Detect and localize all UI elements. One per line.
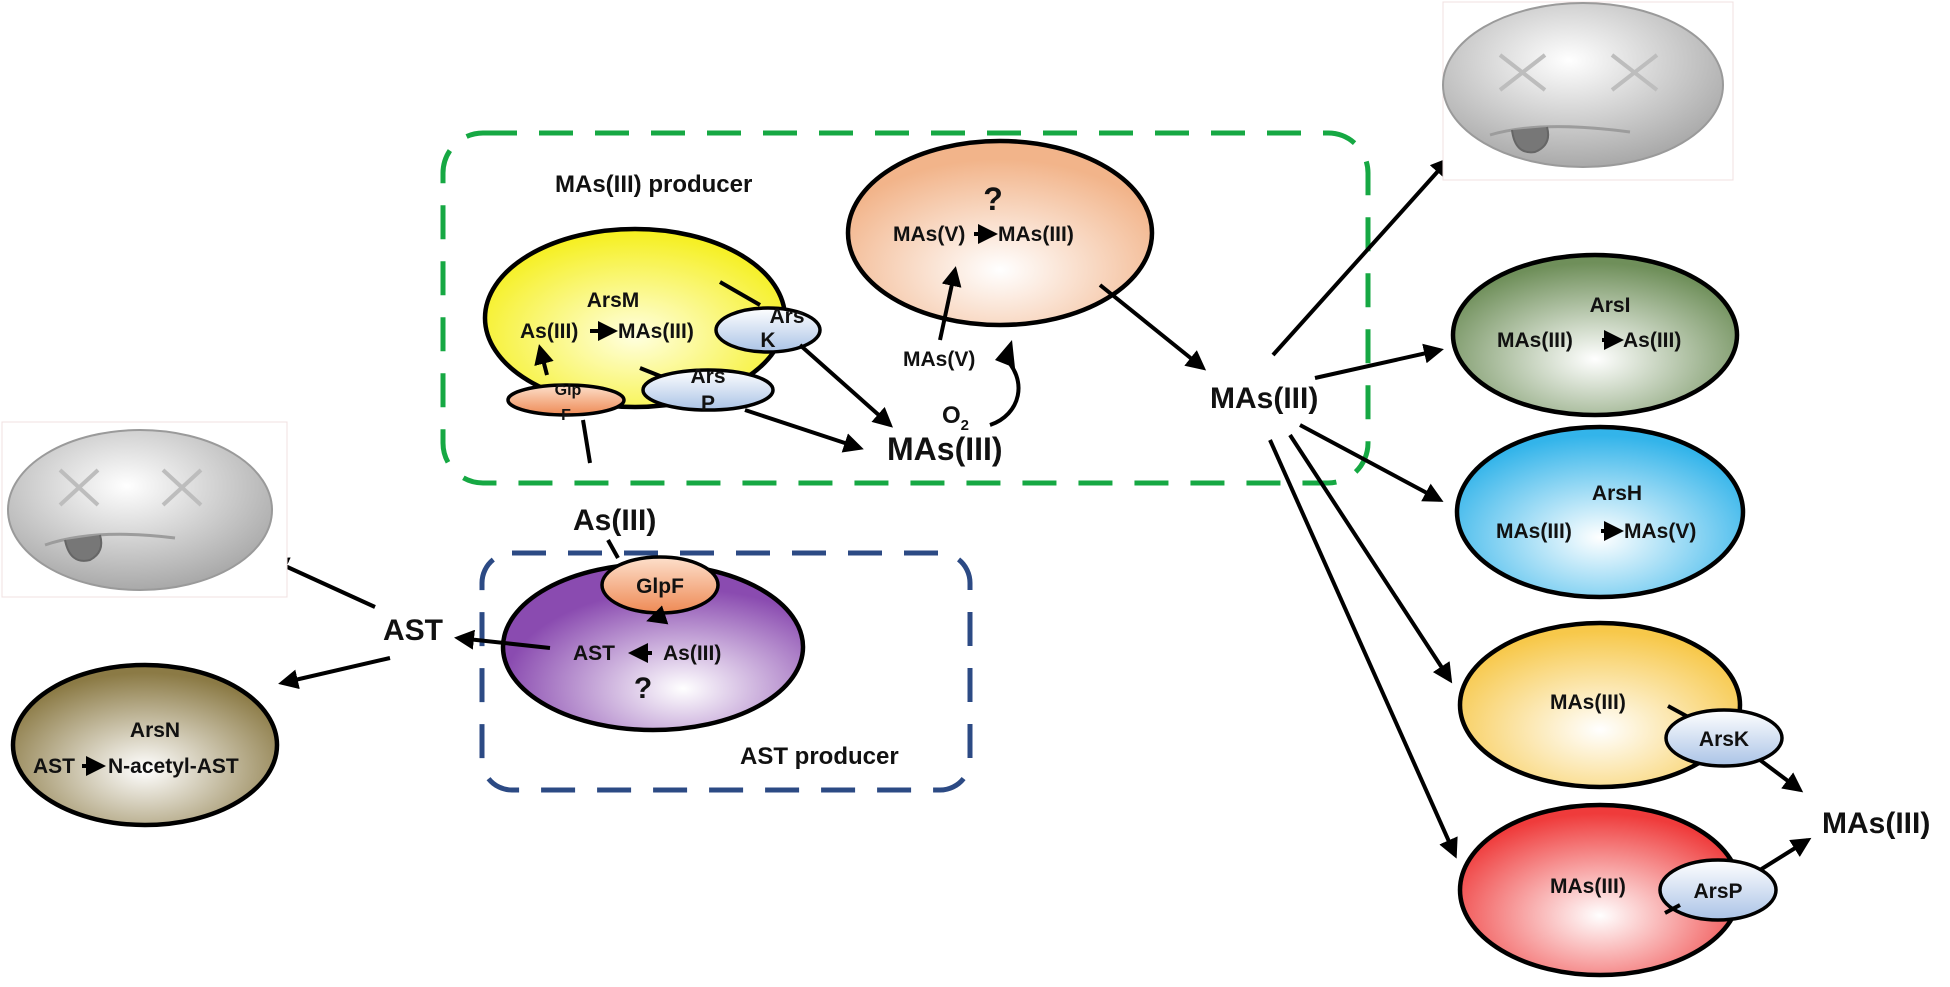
arsh-product: MAs(V) — [1624, 520, 1696, 543]
arsp-cell-protein — [1658, 858, 1778, 922]
reducer-substrate: MAs(V) — [893, 223, 965, 246]
arsn-cell — [10, 662, 280, 828]
reducer-product: MAs(III) — [998, 223, 1074, 246]
arsi-label: ArsI — [1590, 294, 1631, 317]
ast-producer-label: AST producer — [740, 743, 899, 770]
arsn-label: ArsN — [130, 719, 180, 742]
ast-producer-as: As(III) — [663, 642, 721, 665]
glpf-top: Glp — [555, 382, 582, 399]
arsi-product: As(III) — [1623, 329, 1681, 352]
arsp-cell-label: ArsP — [1693, 880, 1742, 903]
mas-producer-box — [440, 130, 1371, 486]
arsk-bottom: K — [760, 329, 775, 352]
ast-producer-question: ? — [634, 672, 652, 705]
arsm-label: ArsM — [587, 289, 640, 312]
arsm-product: MAs(III) — [618, 320, 694, 343]
central-mas: MAs(III) — [1210, 382, 1318, 415]
arsp-top: Ars — [690, 365, 725, 388]
arsh-substrate: MAs(III) — [1496, 520, 1572, 543]
dead-face-icon — [1442, 1, 1734, 181]
ast-producer-ast: AST — [573, 642, 615, 665]
glpf-bottom: F — [561, 407, 571, 424]
arsh-label: ArsH — [1592, 482, 1642, 505]
arsi-substrate: MAs(III) — [1497, 329, 1573, 352]
mas-v-label: MAs(V) — [903, 348, 975, 371]
o2-label: O2 — [942, 402, 969, 434]
arsm-substrate: As(III) — [520, 320, 578, 343]
arsn-product: N-acetyl-AST — [108, 755, 239, 778]
arsi-cell — [1450, 252, 1740, 418]
ast-producer-box — [479, 550, 973, 793]
arsk-cell-label: ArsK — [1699, 728, 1749, 751]
arsh-cell — [1454, 424, 1746, 600]
reducer-question: ? — [983, 181, 1003, 217]
arsk-cell-protein — [1664, 708, 1784, 768]
exported-mas: MAs(III) — [1822, 807, 1930, 840]
arsp-bottom: P — [701, 392, 715, 415]
ast-label: AST — [383, 614, 443, 647]
mas-producer-output: MAs(III) — [887, 431, 1003, 467]
reducer-cell — [845, 138, 1155, 328]
as-iii-label: As(III) — [573, 504, 656, 537]
dead-face-icon — [1, 421, 288, 598]
arsk-protein — [714, 306, 822, 354]
glpf-label: GlpF — [636, 575, 684, 598]
arsk-cell-mas: MAs(III) — [1550, 691, 1626, 714]
arsp-cell-mas: MAs(III) — [1550, 875, 1626, 898]
arsp-protein — [641, 368, 775, 412]
mas-producer-label: MAs(III) producer — [555, 171, 752, 198]
arsn-substrate: AST — [33, 755, 75, 778]
glpf-protein-top — [506, 383, 626, 417]
arsk-top: Ars — [769, 305, 804, 328]
